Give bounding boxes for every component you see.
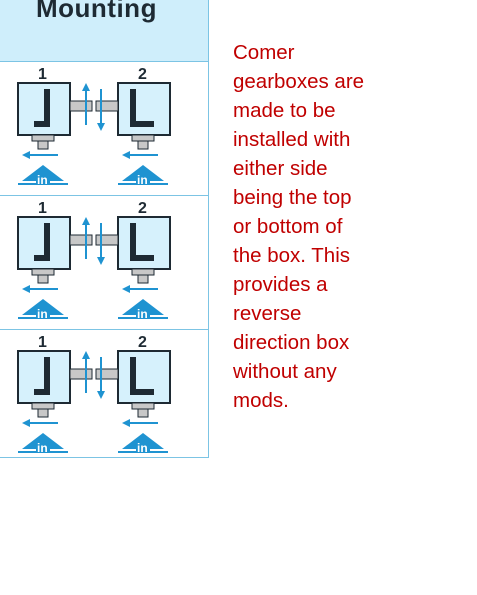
- left-gearbox-icon: [17, 350, 71, 418]
- rotation-arrow-icon: [82, 217, 105, 265]
- right-gearbox-icon: [117, 216, 171, 284]
- left-gearbox-icon: [17, 82, 71, 150]
- right-output-shaft: [95, 234, 119, 246]
- left-output-shaft: [69, 234, 93, 246]
- input-arrow-icon: in: [18, 299, 68, 321]
- input-label: in: [37, 441, 48, 455]
- rotation-arrow-icon: [82, 351, 105, 399]
- input-label: in: [137, 441, 148, 455]
- mounting-diagram-1: 1 2: [17, 66, 171, 187]
- rotation-arrow-icon: [82, 83, 105, 131]
- input-label: in: [137, 307, 148, 321]
- mounting-diagram-3: 1 2: [17, 334, 171, 455]
- panel-header: Mounting: [0, 0, 208, 62]
- mounting-note: Comer gearboxes are made to be installed…: [233, 41, 365, 412]
- left-box-number: 1: [38, 66, 47, 83]
- input-arrow-icon: in: [118, 299, 168, 321]
- left-box-number: 1: [38, 334, 47, 351]
- left-output-shaft: [69, 100, 93, 112]
- panel-title: Mounting: [36, 0, 157, 23]
- mounting-row-1: 1 2: [0, 61, 208, 196]
- right-gearbox-icon: [117, 350, 171, 418]
- right-output-shaft: [95, 100, 119, 112]
- input-arrow-icon: in: [118, 165, 168, 187]
- input-arrow-icon: in: [18, 165, 68, 187]
- input-label: in: [37, 173, 48, 187]
- rotation-arrow-icon: [22, 285, 158, 293]
- right-box-number: 2: [138, 66, 147, 83]
- right-gearbox-icon: [117, 82, 171, 150]
- input-arrow-icon: in: [18, 433, 68, 455]
- right-box-number: 2: [138, 334, 147, 351]
- rotation-arrow-icon: [22, 151, 158, 159]
- mounting-diagram-2: 1 2: [17, 200, 171, 321]
- left-box-number: 1: [38, 200, 47, 217]
- right-box-number: 2: [138, 200, 147, 217]
- mounting-panel: Mounting 1 2: [0, 0, 209, 458]
- mounting-row-2: 1 2: [0, 195, 208, 330]
- left-output-shaft: [69, 368, 93, 380]
- input-label: in: [37, 307, 48, 321]
- right-output-shaft: [95, 368, 119, 380]
- input-arrow-icon: in: [118, 433, 168, 455]
- mounting-row-3: 1 2: [0, 329, 208, 463]
- rotation-arrow-icon: [22, 419, 158, 427]
- input-label: in: [137, 173, 148, 187]
- left-gearbox-icon: [17, 216, 71, 284]
